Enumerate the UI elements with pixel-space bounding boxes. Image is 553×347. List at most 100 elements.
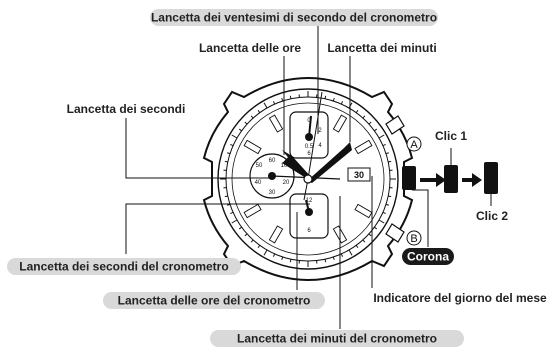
crown-click1 (444, 165, 458, 193)
chrono-seconds-pill (7, 258, 241, 275)
bezel-tick (224, 160, 228, 163)
subdial-bottom: 12 6 (289, 193, 329, 239)
bezel-tick (224, 195, 228, 198)
label-hour-hand: Lancetta delle ore (199, 41, 301, 55)
hour-hand-blade (282, 150, 312, 183)
label-click1: Clic 1 (435, 129, 467, 143)
subdial-top-hand (308, 115, 312, 138)
label-chrono-minute-hand: Lancetta dei minuti del cronometro (237, 332, 437, 346)
bezel-tick (382, 211, 386, 215)
bezel-tick (340, 253, 344, 257)
button-a-label: A (410, 139, 418, 151)
subdial-bottom-hand (305, 199, 310, 213)
subdial-left-num-4: 40 (255, 180, 262, 186)
bezel-tick (231, 219, 238, 224)
subdial-top-num-3: 4 (318, 143, 322, 149)
hour-marker (243, 203, 262, 219)
subdial-top-center-label: 0.5 (305, 144, 314, 150)
button-a-pusher[interactable] (385, 115, 405, 135)
bezel-tick (227, 152, 231, 155)
bezel-tick (238, 226, 242, 230)
leader-second-hand (125, 118, 270, 179)
subdial-top: 0 6 2 4 0.5 (289, 111, 329, 159)
leader-chrono-seconds (125, 203, 310, 254)
chrono-hours-pill (103, 292, 325, 309)
label-second-hand: Lancetta dei secondi (67, 102, 186, 116)
label-day-indicator: Indicatore del giorno del mese (373, 291, 547, 305)
bezel-tick (272, 101, 276, 105)
labels: Lancetta dei ventesimi di secondo del cr… (7, 9, 547, 347)
bezel-tick (355, 245, 359, 249)
subdial-bottom-num-1: 6 (307, 228, 311, 234)
bezel-tick (324, 95, 327, 99)
subdial-top-num-2: 2 (318, 128, 322, 134)
hour-marker (268, 114, 284, 133)
bezel-tick (388, 195, 392, 198)
hour-marker (354, 139, 373, 155)
bezel-tick (230, 211, 234, 215)
bezel-tick (332, 256, 335, 260)
twentieths-pill (150, 9, 438, 26)
minute-hand (307, 142, 352, 183)
button-b-label: B (410, 233, 417, 245)
bezel-tick (348, 249, 353, 256)
bezel-tick (244, 121, 248, 125)
bezel-tick (374, 128, 378, 132)
bezel-tick (332, 98, 335, 102)
subdial-top-num-0: 0 (307, 118, 311, 124)
button-a-marker (406, 136, 422, 152)
label-twentieths-hand: Lancetta dei ventesimi di secondo del cr… (151, 11, 437, 25)
bezel-tick (362, 239, 366, 243)
center-pin (303, 174, 313, 184)
bezel-tick (368, 233, 372, 237)
bezel-tick (281, 98, 284, 102)
bezel-tick (250, 239, 254, 243)
hour-marker (354, 203, 373, 219)
hour-marker (268, 225, 284, 244)
bezel-tick (324, 259, 327, 263)
crown[interactable] (402, 166, 416, 190)
bezel-tick (382, 143, 386, 147)
subdial-left-num-3: 50 (256, 163, 263, 169)
bezel-tick (340, 101, 344, 105)
bezel-tick (385, 152, 389, 155)
subdial-left-num-0: 60 (269, 158, 276, 164)
bezel-tick (230, 143, 234, 147)
label-crown: Corona (407, 250, 449, 264)
bezel-tick (231, 134, 238, 139)
hour-marker (243, 139, 262, 155)
crown-click2 (484, 162, 498, 194)
label-chrono-second-hand: Lancetta dei secondi del cronometro (19, 260, 228, 274)
bezel-tick (244, 233, 248, 237)
button-b-marker (406, 230, 422, 246)
hour-markers (243, 114, 373, 244)
bezel-tick (388, 160, 392, 163)
leader-crown (412, 189, 429, 247)
main-hands (271, 91, 352, 201)
button-b-pusher[interactable] (385, 223, 405, 243)
bezel-tick (263, 102, 268, 109)
bezel-tick (257, 109, 261, 113)
date-value: 30 (354, 170, 364, 180)
crown-pill (402, 248, 454, 265)
arrow-to-click2-icon (462, 173, 482, 187)
bezel-tick (289, 95, 292, 99)
bezel-tick (368, 121, 372, 125)
bezel-tick (355, 109, 359, 113)
subdial-left-num-2: 20 (283, 180, 290, 186)
bezel-tick (263, 249, 268, 256)
bezel-tick (362, 115, 366, 119)
label-chrono-hour-hand: Lancetta delle ore del cronometro (118, 294, 311, 308)
bezel-marks (220, 91, 396, 267)
bezel-tick (385, 203, 389, 206)
bezel-tick (238, 128, 242, 132)
label-click2: Clic 2 (476, 209, 508, 223)
subdial-top-num-1: 6 (307, 151, 311, 157)
bezel-tick (272, 253, 276, 257)
bezel-tick (378, 134, 385, 139)
side-controls: A B (385, 115, 498, 246)
bezel-tick (289, 259, 292, 263)
arrow-to-click1-icon (420, 173, 446, 187)
bezel-tick (250, 115, 254, 119)
